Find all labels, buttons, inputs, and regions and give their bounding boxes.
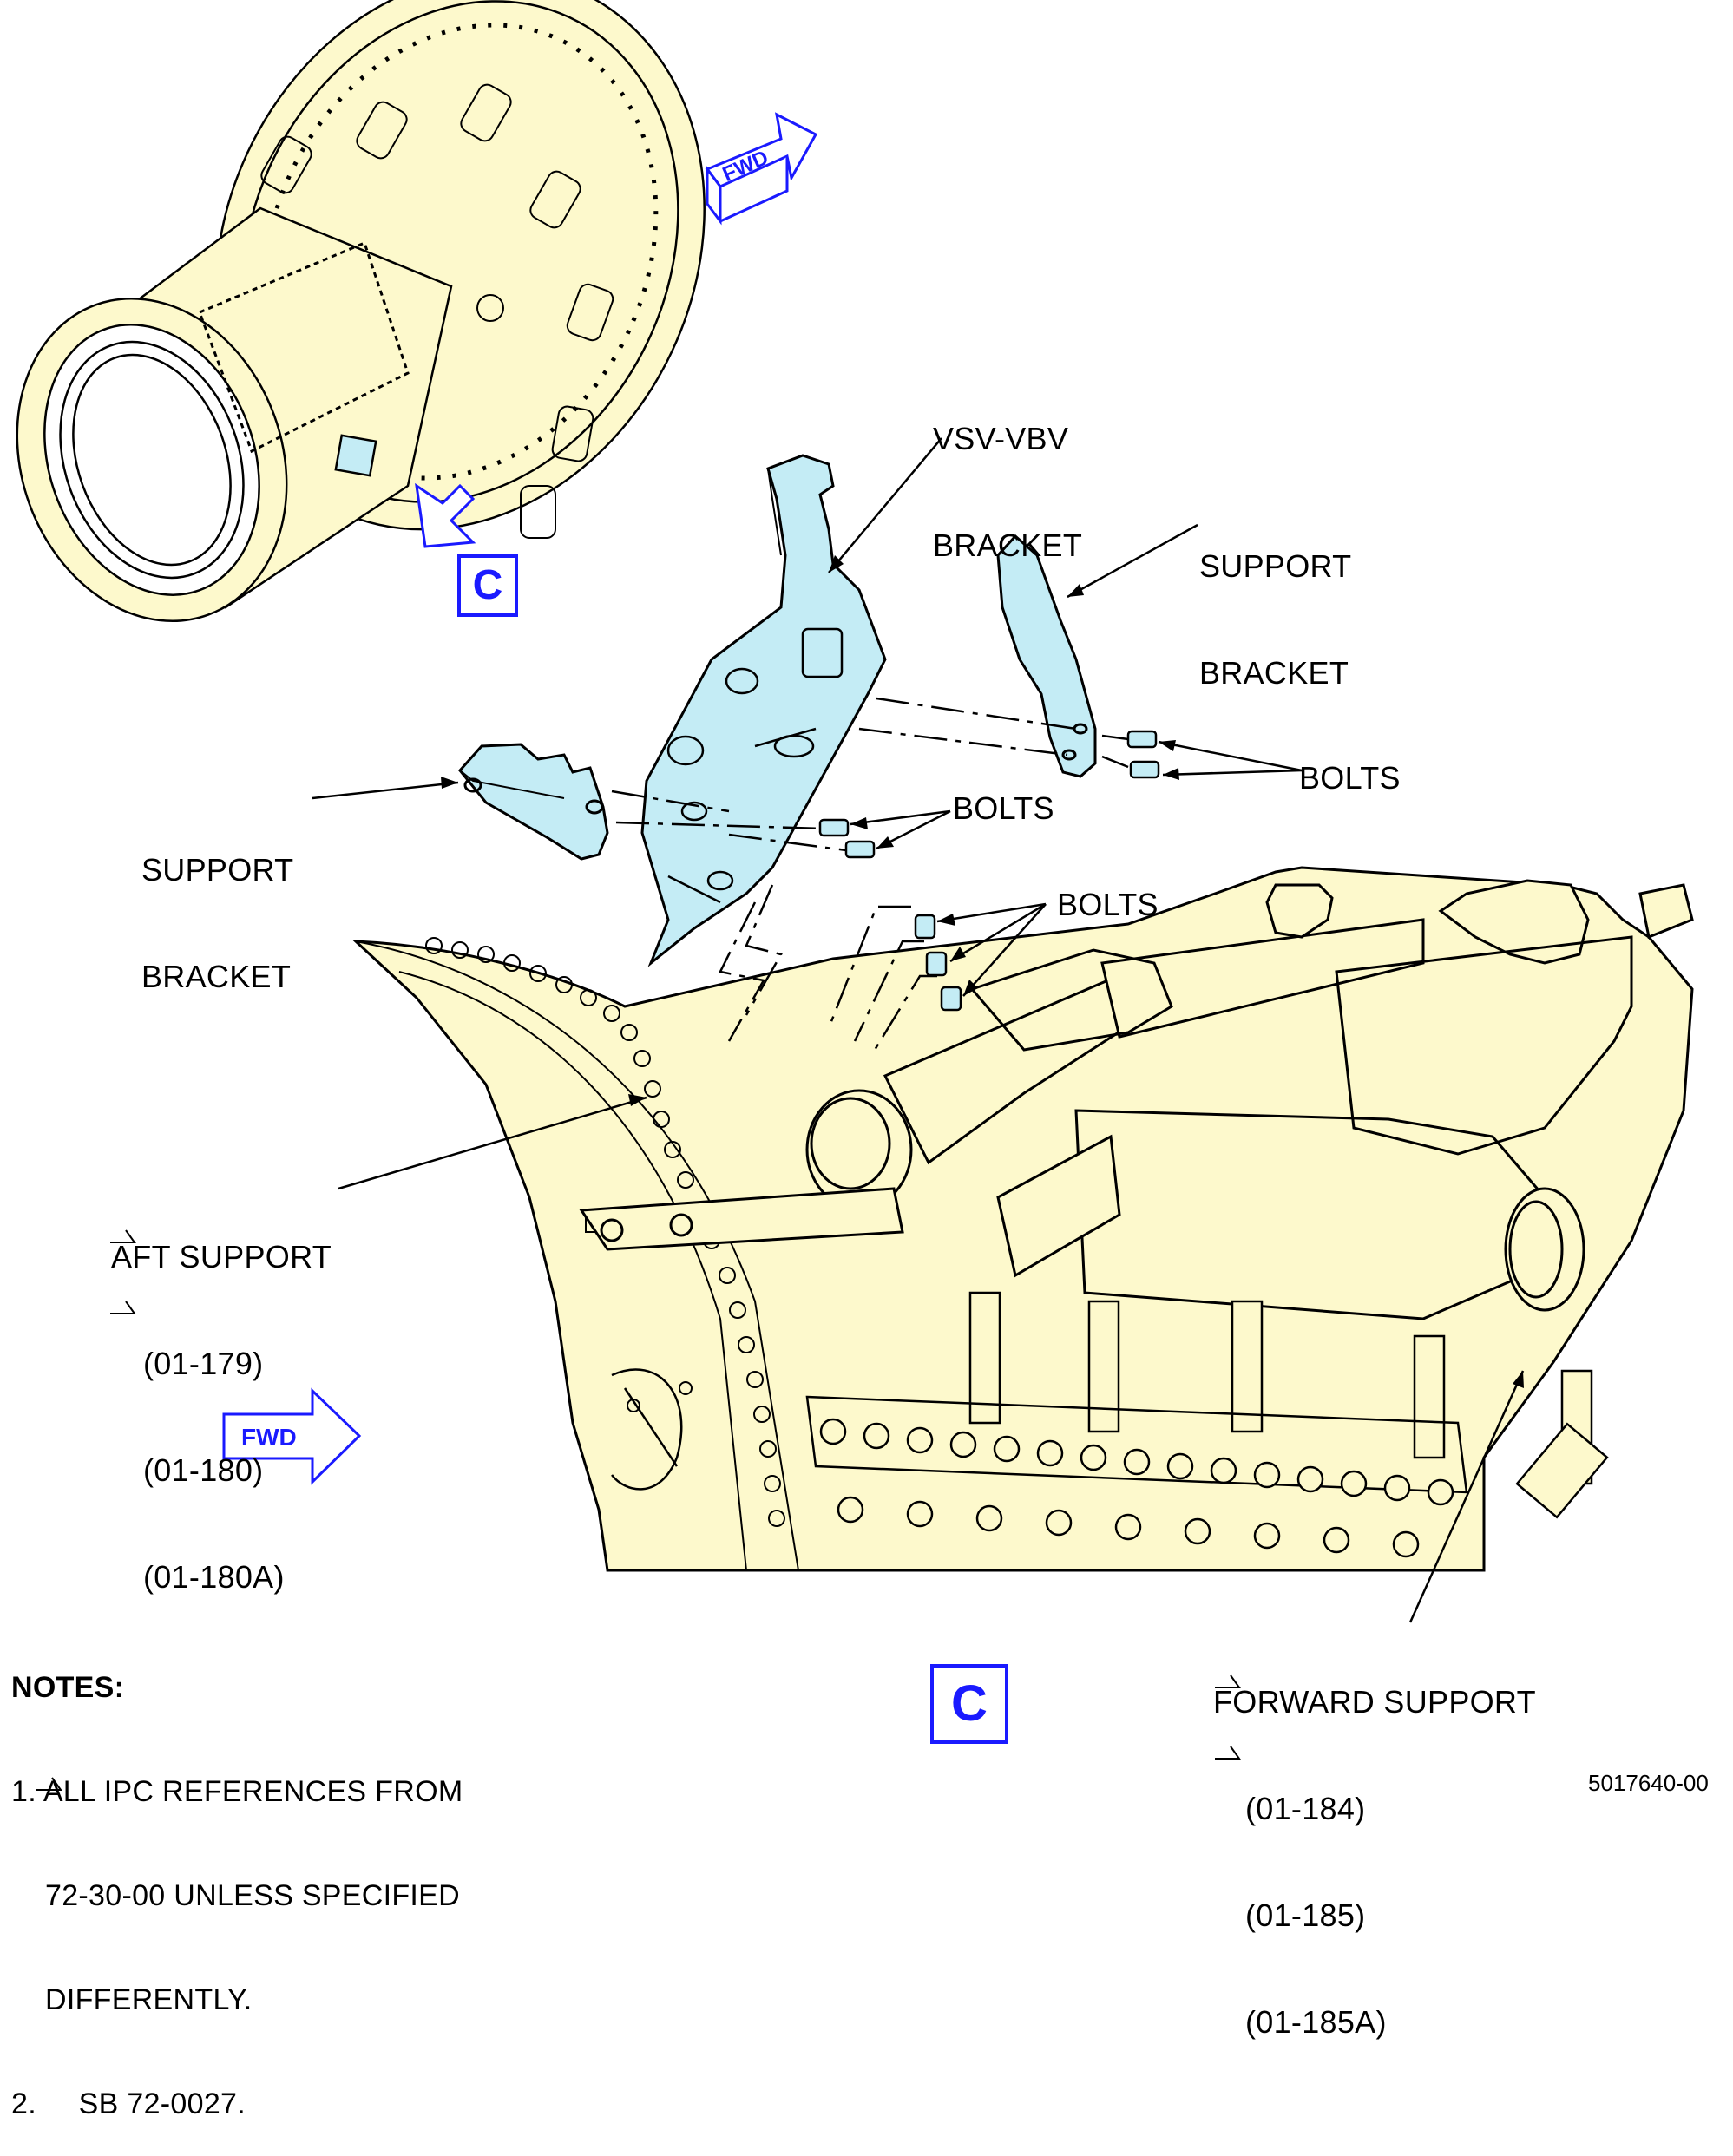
vsv-vbv-bracket-label: VSV-VBV BRACKET xyxy=(933,350,1082,599)
installation-lines xyxy=(611,697,1129,1055)
support-bracket-top-part xyxy=(996,534,1097,778)
fwd-arrow-bottom xyxy=(222,1387,362,1485)
view-callout-bottom: C xyxy=(930,1664,1008,1744)
fwd-label-bottom: FWD xyxy=(241,1424,297,1451)
note-line: 2. SB 72-0027. xyxy=(11,2087,246,2120)
bolt-group xyxy=(818,730,1160,1012)
note-line: DIFFERENTLY. xyxy=(11,1983,253,2016)
label-line: SUPPORT xyxy=(141,852,294,888)
support-bracket-left-part xyxy=(458,743,609,861)
view-callout-top: C xyxy=(457,554,518,617)
label-line: FORWARD SUPPORT xyxy=(1213,1684,1536,1720)
exploded-view-illustration xyxy=(16,0,1694,1791)
support-bracket-top-label: SUPPORT BRACKET xyxy=(1199,477,1351,726)
leader-lines xyxy=(312,437,1525,1623)
vsv-vbv-bracket-part xyxy=(640,454,887,967)
label-line: (01-180) xyxy=(143,1452,264,1488)
figure-number: 5017640-00 xyxy=(1588,1770,1709,1796)
label-line: AFT SUPPORT xyxy=(111,1239,332,1275)
label-line: BRACKET xyxy=(1199,655,1349,691)
label-line: (01-184) xyxy=(1245,1791,1366,1826)
notes-block: NOTES: 1. ALL IPC REFERENCES FROM 72-30-… xyxy=(11,1601,463,2156)
label-line: (01-185) xyxy=(1245,1897,1366,1933)
label-line: (01-185A) xyxy=(1245,2004,1387,2040)
leader-arrowheads xyxy=(441,555,1524,1388)
support-bracket-left-label: SUPPORT BRACKET xyxy=(141,781,293,1030)
label-line: VSV-VBV xyxy=(933,421,1069,456)
fwd-arrow-top xyxy=(705,112,818,226)
notes-heading: NOTES: xyxy=(11,1671,125,1704)
forward-support-label: FORWARD SUPPORT (01-184) (01-185) (01-18… xyxy=(1213,1613,1536,2075)
engine-main-view xyxy=(351,866,1694,1572)
label-line: (01-179) xyxy=(143,1346,264,1381)
aft-support-label: AFT SUPPORT (01-179) (01-180) (01-180A) xyxy=(111,1168,332,1630)
label-line: SUPPORT xyxy=(1199,548,1352,584)
label-line: BRACKET xyxy=(933,528,1083,563)
engine-locator-view xyxy=(16,0,706,623)
label-line: (01-180A) xyxy=(143,1559,285,1595)
bolts-mid-label: BOLTS xyxy=(953,790,1054,826)
bolts-lower-label: BOLTS xyxy=(1057,887,1159,922)
bolts-right-label: BOLTS xyxy=(1299,760,1401,796)
note-line: 72-30-00 UNLESS SPECIFIED xyxy=(11,1879,461,1912)
note-line: 1. ALL IPC REFERENCES FROM xyxy=(11,1775,463,1808)
label-line: BRACKET xyxy=(141,959,292,994)
sb-markers xyxy=(36,1229,1241,1791)
